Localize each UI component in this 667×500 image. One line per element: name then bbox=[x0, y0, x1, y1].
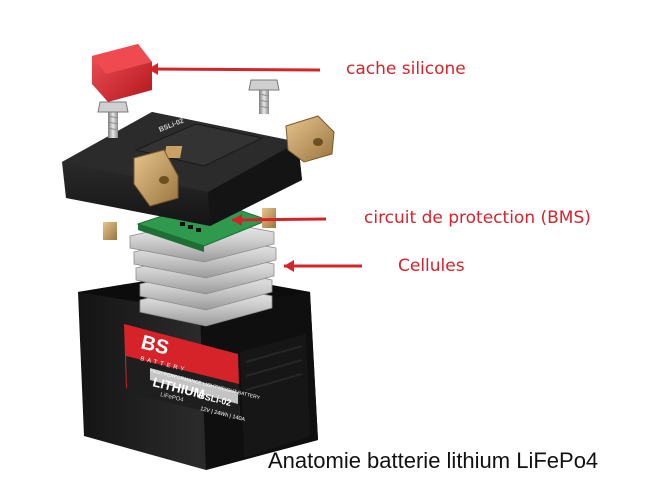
battery-lid bbox=[62, 112, 302, 240]
battery-chem: LiFePO4 bbox=[160, 392, 185, 404]
screw-right bbox=[248, 79, 280, 114]
label-bms: circuit de protection (BMS) bbox=[364, 208, 591, 228]
battery-cells bbox=[129, 218, 277, 327]
terminal-right bbox=[285, 115, 335, 163]
terminal-left bbox=[133, 149, 179, 207]
diagram-caption: Anatomie batterie lithium LiFePo4 bbox=[268, 448, 599, 473]
screw-left bbox=[97, 101, 129, 138]
callout-arrow-cap bbox=[147, 63, 321, 75]
label-cellules: Cellules bbox=[398, 256, 465, 276]
label-cache-silicone: cache silicone bbox=[346, 59, 466, 79]
callout-arrow-bms bbox=[231, 214, 327, 226]
silicone-cap bbox=[92, 44, 152, 102]
callout-arrow-cells bbox=[284, 260, 362, 272]
